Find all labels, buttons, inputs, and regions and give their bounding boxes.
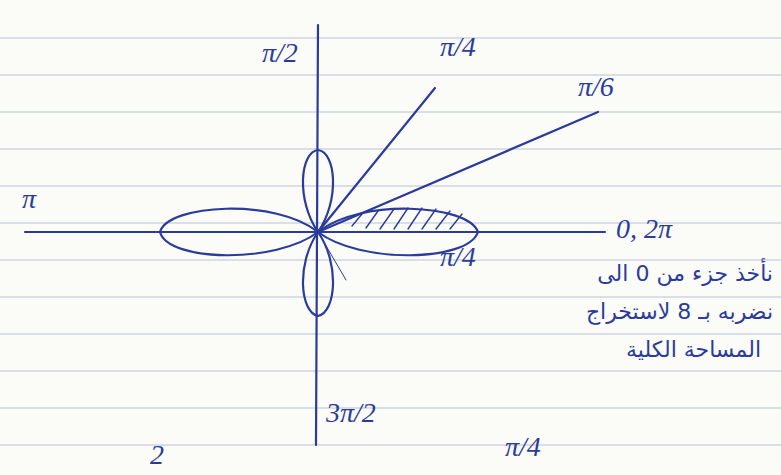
angle-label: 0, 2π xyxy=(616,214,672,245)
note-text: نضربه بـ 8 لاستخراج xyxy=(586,300,773,324)
partial-number: 2 xyxy=(150,440,164,471)
note-fraction: π/4 xyxy=(440,242,476,273)
note-text: نأخذ جزء من 0 الى xyxy=(597,262,773,286)
angle-label: π xyxy=(22,184,36,215)
angle-label: π/4 xyxy=(440,32,476,63)
angle-label: π/2 xyxy=(262,38,298,69)
angle-label: π/4 xyxy=(505,432,541,463)
note-text: المساحة الكلية xyxy=(626,338,761,362)
angle-label: π/6 xyxy=(578,72,614,103)
angle-label: 3π/2 xyxy=(326,398,376,429)
